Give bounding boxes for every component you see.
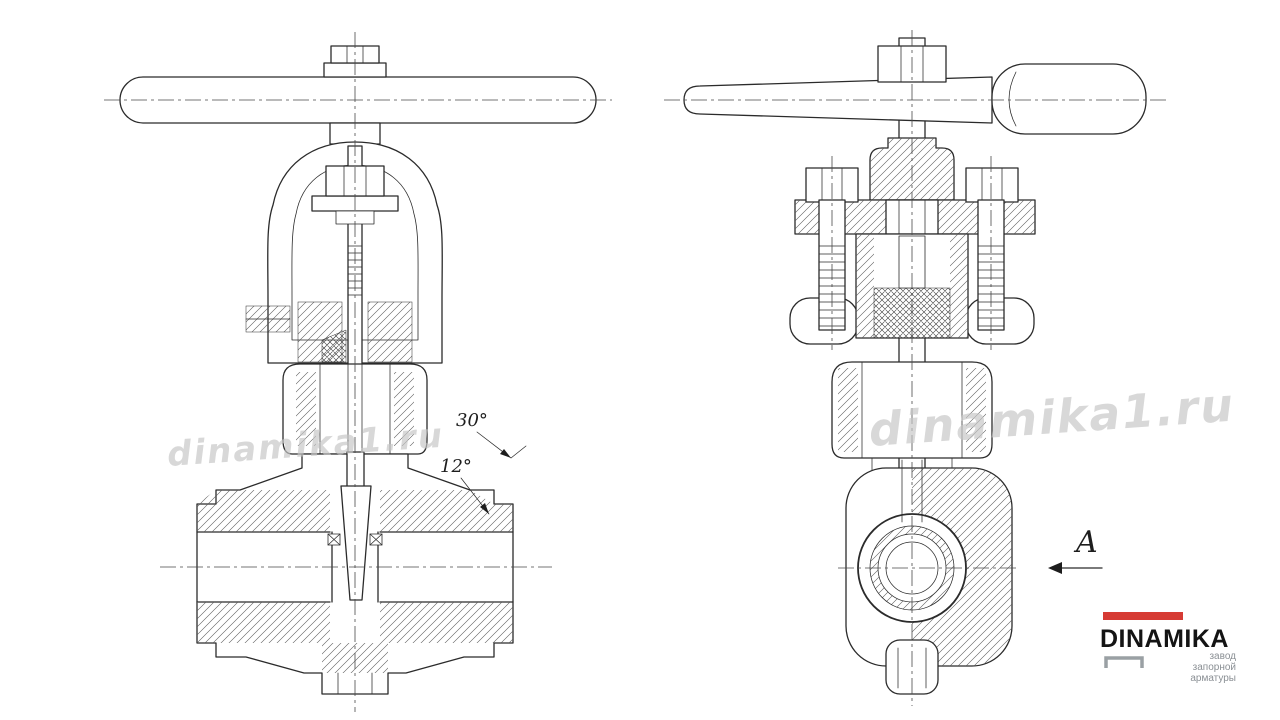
valve-side-view: A	[683, 37, 1147, 695]
logo-tagline-line3: арматуры	[1190, 673, 1236, 684]
handwheel-side	[683, 45, 1147, 135]
logo-title: DINAMIKA	[1100, 625, 1229, 653]
angle-annotations: 30° 12°	[440, 410, 527, 515]
bottom-boss-facets	[337, 672, 373, 695]
logo-bracket-mark	[1104, 656, 1144, 668]
body-side	[845, 459, 1013, 695]
dinamika-logo: DINAMIKA завод запорной арматуры	[1100, 612, 1236, 684]
needle-cone	[340, 485, 372, 601]
angle-12-label: 12°	[440, 456, 472, 477]
logo-tagline-line2: запорной	[1193, 662, 1236, 673]
view-a-arrow	[1048, 562, 1062, 574]
packing-wedge	[321, 329, 347, 363]
union-nut-front	[282, 363, 428, 455]
handwheel-front	[119, 45, 597, 145]
valve-front-section-view: 30° 12°	[119, 45, 597, 695]
logo-tagline-line1: завод	[1209, 651, 1236, 662]
body-front	[196, 451, 514, 695]
view-a-label: A	[1073, 525, 1098, 560]
seat-seals	[327, 533, 383, 546]
logo-accent-bar	[1103, 612, 1183, 620]
view-a-annotation: A	[1048, 525, 1103, 574]
centerlines	[104, 30, 1168, 712]
angle-30-label: 30°	[456, 410, 488, 431]
handwheel-rim	[991, 63, 1147, 135]
